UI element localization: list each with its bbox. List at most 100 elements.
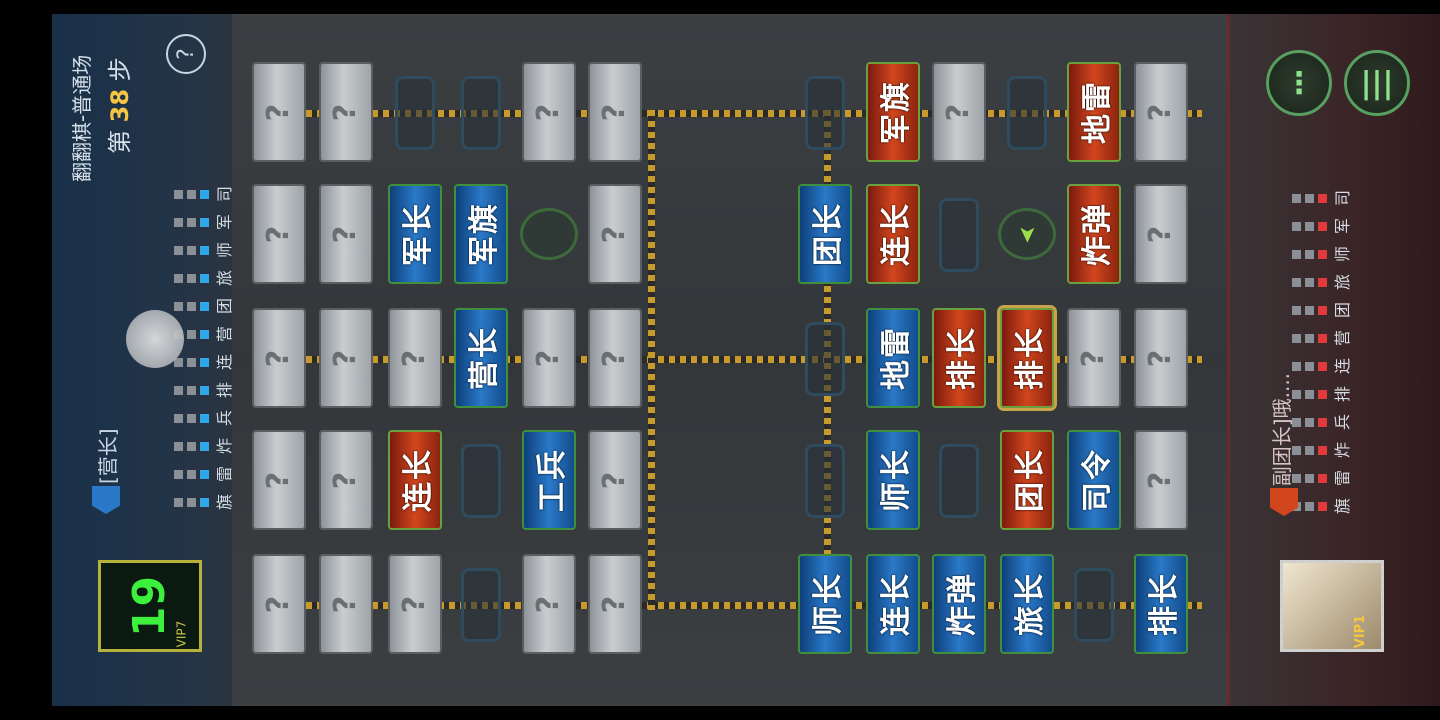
left-piece-2-5[interactable]: ?: [588, 308, 642, 408]
move-arrow-icon: ➤: [1014, 224, 1040, 244]
right-piece-4-1[interactable]: 连长: [866, 554, 920, 654]
left-piece-3-1[interactable]: ?: [319, 430, 373, 530]
right-camp-1-3[interactable]: ➤: [998, 208, 1056, 260]
chat-button[interactable]: ⋮: [1266, 50, 1332, 116]
left-piece-1-1[interactable]: ?: [319, 184, 373, 284]
left-empty-post-4-3[interactable]: [461, 568, 501, 642]
legend-count-square: [174, 469, 183, 479]
left-piece-2-3[interactable]: 营长: [454, 308, 508, 408]
piece-label: 团长: [1013, 448, 1048, 512]
help-icon: ?: [173, 48, 199, 60]
right-empty-post-4-4[interactable]: [1074, 568, 1114, 642]
left-piece-3-0[interactable]: ?: [252, 430, 306, 530]
legend-count-square: [174, 301, 183, 311]
step-counter: 第 38 步: [100, 57, 135, 154]
right-piece-2-2[interactable]: 排长: [932, 308, 986, 408]
right-piece-4-3[interactable]: 旅长: [1000, 554, 1054, 654]
right-piece-0-1[interactable]: 军旗: [866, 62, 920, 162]
legend-row: 团: [172, 294, 234, 318]
legend-row: 司: [1290, 186, 1352, 210]
left-empty-post-0-3[interactable]: [461, 76, 501, 150]
left-piece-2-1[interactable]: ?: [319, 308, 373, 408]
left-piece-0-1[interactable]: ?: [319, 62, 373, 162]
left-piece-0-4[interactable]: ?: [522, 62, 576, 162]
legend-count-square: [1305, 333, 1314, 343]
unknown-piece-mark: ?: [1076, 349, 1112, 367]
right-empty-post-0-3[interactable]: [1007, 76, 1047, 150]
piece-label: 旅长: [1013, 572, 1048, 636]
left-piece-0-0[interactable]: ?: [252, 62, 306, 162]
left-piece-4-0[interactable]: ?: [252, 554, 306, 654]
legend-row: 炸: [172, 434, 234, 458]
left-piece-1-5[interactable]: ?: [588, 184, 642, 284]
legend-row: 连: [172, 350, 234, 374]
right-piece-3-4[interactable]: 司令: [1067, 430, 1121, 530]
legend-count-square: [1318, 305, 1327, 315]
piece-label: 工兵: [535, 448, 570, 512]
right-empty-post-2-0[interactable]: [805, 322, 845, 396]
legend-count-square: [200, 497, 209, 507]
legend-count-square: [200, 357, 209, 367]
right-piece-0-5[interactable]: ?: [1134, 62, 1188, 162]
right-piece-1-1[interactable]: 连长: [866, 184, 920, 284]
legend-piece-type: 兵: [1333, 413, 1353, 431]
right-piece-0-4[interactable]: 地雷: [1067, 62, 1121, 162]
right-piece-1-5[interactable]: ?: [1134, 184, 1188, 284]
left-piece-2-0[interactable]: ?: [252, 308, 306, 408]
right-empty-post-0-0[interactable]: [805, 76, 845, 150]
left-piece-3-4[interactable]: 工兵: [522, 430, 576, 530]
right-piece-2-1[interactable]: 地雷: [866, 308, 920, 408]
right-piece-2-5[interactable]: ?: [1134, 308, 1188, 408]
legend-row: 团: [1290, 298, 1352, 322]
legend-count-square: [1292, 221, 1301, 231]
right-piece-3-1[interactable]: 师长: [866, 430, 920, 530]
right-piece-1-4[interactable]: 炸弹: [1067, 184, 1121, 284]
left-piece-1-3[interactable]: 军旗: [454, 184, 508, 284]
left-piece-3-5[interactable]: ?: [588, 430, 642, 530]
legend-count-square: [187, 189, 196, 199]
menu-button[interactable]: |||: [1344, 50, 1410, 116]
right-piece-2-3[interactable]: 排长: [1000, 308, 1054, 408]
right-piece-0-2[interactable]: ?: [932, 62, 986, 162]
legend-row: 旅: [1290, 270, 1352, 294]
legend-count-square: [174, 273, 183, 283]
left-empty-post-3-3[interactable]: [461, 444, 501, 518]
left-piece-4-4[interactable]: ?: [522, 554, 576, 654]
unknown-piece-mark: ?: [1143, 103, 1179, 121]
left-piece-4-5[interactable]: ?: [588, 554, 642, 654]
legend-count-square: [187, 357, 196, 367]
help-button[interactable]: ?: [166, 34, 206, 74]
left-piece-1-0[interactable]: ?: [252, 184, 306, 284]
left-piece-3-2[interactable]: 连长: [388, 430, 442, 530]
legend-count-square: [174, 441, 183, 451]
right-piece-2-4[interactable]: ?: [1067, 308, 1121, 408]
unknown-piece-mark: ?: [397, 595, 433, 613]
unknown-piece-mark: ?: [597, 349, 633, 367]
legend-count-square: [187, 413, 196, 423]
right-piece-3-3[interactable]: 团长: [1000, 430, 1054, 530]
left-empty-post-0-2[interactable]: [395, 76, 435, 150]
legend-row: 师: [1290, 242, 1352, 266]
right-piece-4-2[interactable]: 炸弹: [932, 554, 986, 654]
right-empty-post-1-2[interactable]: [939, 198, 979, 272]
left-piece-0-5[interactable]: ?: [588, 62, 642, 162]
right-piece-4-5[interactable]: 排长: [1134, 554, 1188, 654]
legend-count-square: [187, 441, 196, 451]
legend-row: 炸: [1290, 438, 1352, 462]
left-piece-2-4[interactable]: ?: [522, 308, 576, 408]
right-empty-post-3-0[interactable]: [805, 444, 845, 518]
piece-label: 炸弹: [1080, 202, 1115, 266]
right-piece-3-5[interactable]: ?: [1134, 430, 1188, 530]
left-camp-1-4[interactable]: [520, 208, 578, 260]
left-piece-2-2[interactable]: ?: [388, 308, 442, 408]
right-piece-1-0[interactable]: 团长: [798, 184, 852, 284]
right-empty-post-3-2[interactable]: [939, 444, 979, 518]
left-piece-4-2[interactable]: ?: [388, 554, 442, 654]
piece-label: 连长: [879, 202, 914, 266]
legend-count-square: [1318, 417, 1327, 427]
unknown-piece-mark: ?: [597, 595, 633, 613]
left-piece-1-2[interactable]: 军长: [388, 184, 442, 284]
left-piece-4-1[interactable]: ?: [319, 554, 373, 654]
right-piece-4-0[interactable]: 师长: [798, 554, 852, 654]
legend-count-square: [1292, 333, 1301, 343]
